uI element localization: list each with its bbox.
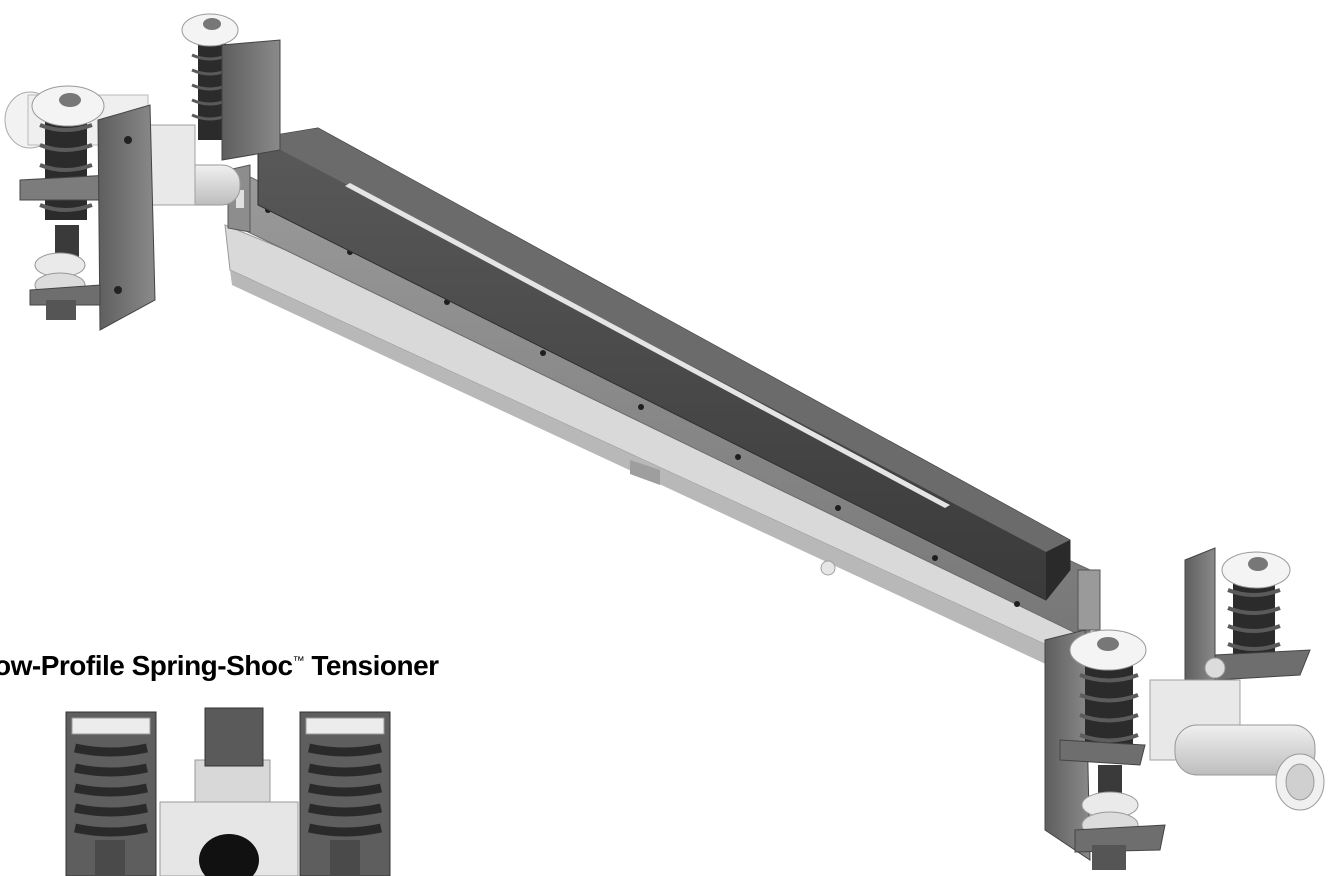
caption-suffix: Tensioner <box>304 650 439 681</box>
inset-tube-bore <box>199 834 259 876</box>
right-tube <box>1174 724 1316 776</box>
left-front-spring <box>31 85 105 220</box>
left-rear-bracket <box>221 39 281 161</box>
caption-name: ow-Profile Spring-Shoc <box>0 650 293 681</box>
left-front-bracket <box>97 104 156 331</box>
inset-right-spring <box>305 717 385 876</box>
left-rear-spring <box>181 13 239 140</box>
right-front-spring <box>1069 629 1147 750</box>
caption-trademark: ™ <box>292 653 305 668</box>
left-tensioner <box>4 13 281 331</box>
product-caption: ow-Profile Spring-Shoc™ Tensioner <box>0 650 439 682</box>
end-view-inset <box>65 707 391 876</box>
inset-left-spring <box>71 717 151 876</box>
inset-blade <box>204 707 264 767</box>
inset-clamp <box>159 801 299 876</box>
right-tensioner <box>1044 547 1325 870</box>
cleaner-blade <box>257 127 1071 601</box>
lower-rail <box>224 224 1091 680</box>
